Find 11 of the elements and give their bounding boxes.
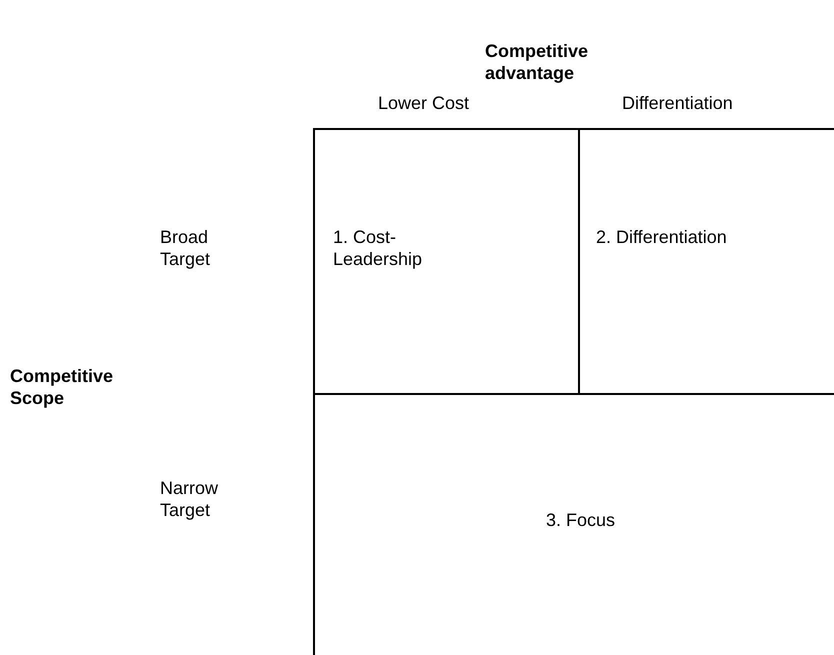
row-header: Broad Target (160, 226, 212, 270)
matrix-cell (578, 128, 834, 395)
row-header: Narrow Target (160, 477, 220, 521)
matrix-cell (313, 128, 580, 395)
axis-title: Competitive advantage (485, 40, 590, 84)
cell-label: 3. Focus (544, 509, 616, 531)
cell-label: 2. Differentiation (596, 226, 727, 248)
column-header: Differentiation (622, 92, 733, 114)
column-header: Lower Cost (378, 92, 470, 114)
cell-label: 1. Cost-Leadership (333, 226, 424, 270)
axis-title: Competitive Scope (10, 365, 114, 409)
